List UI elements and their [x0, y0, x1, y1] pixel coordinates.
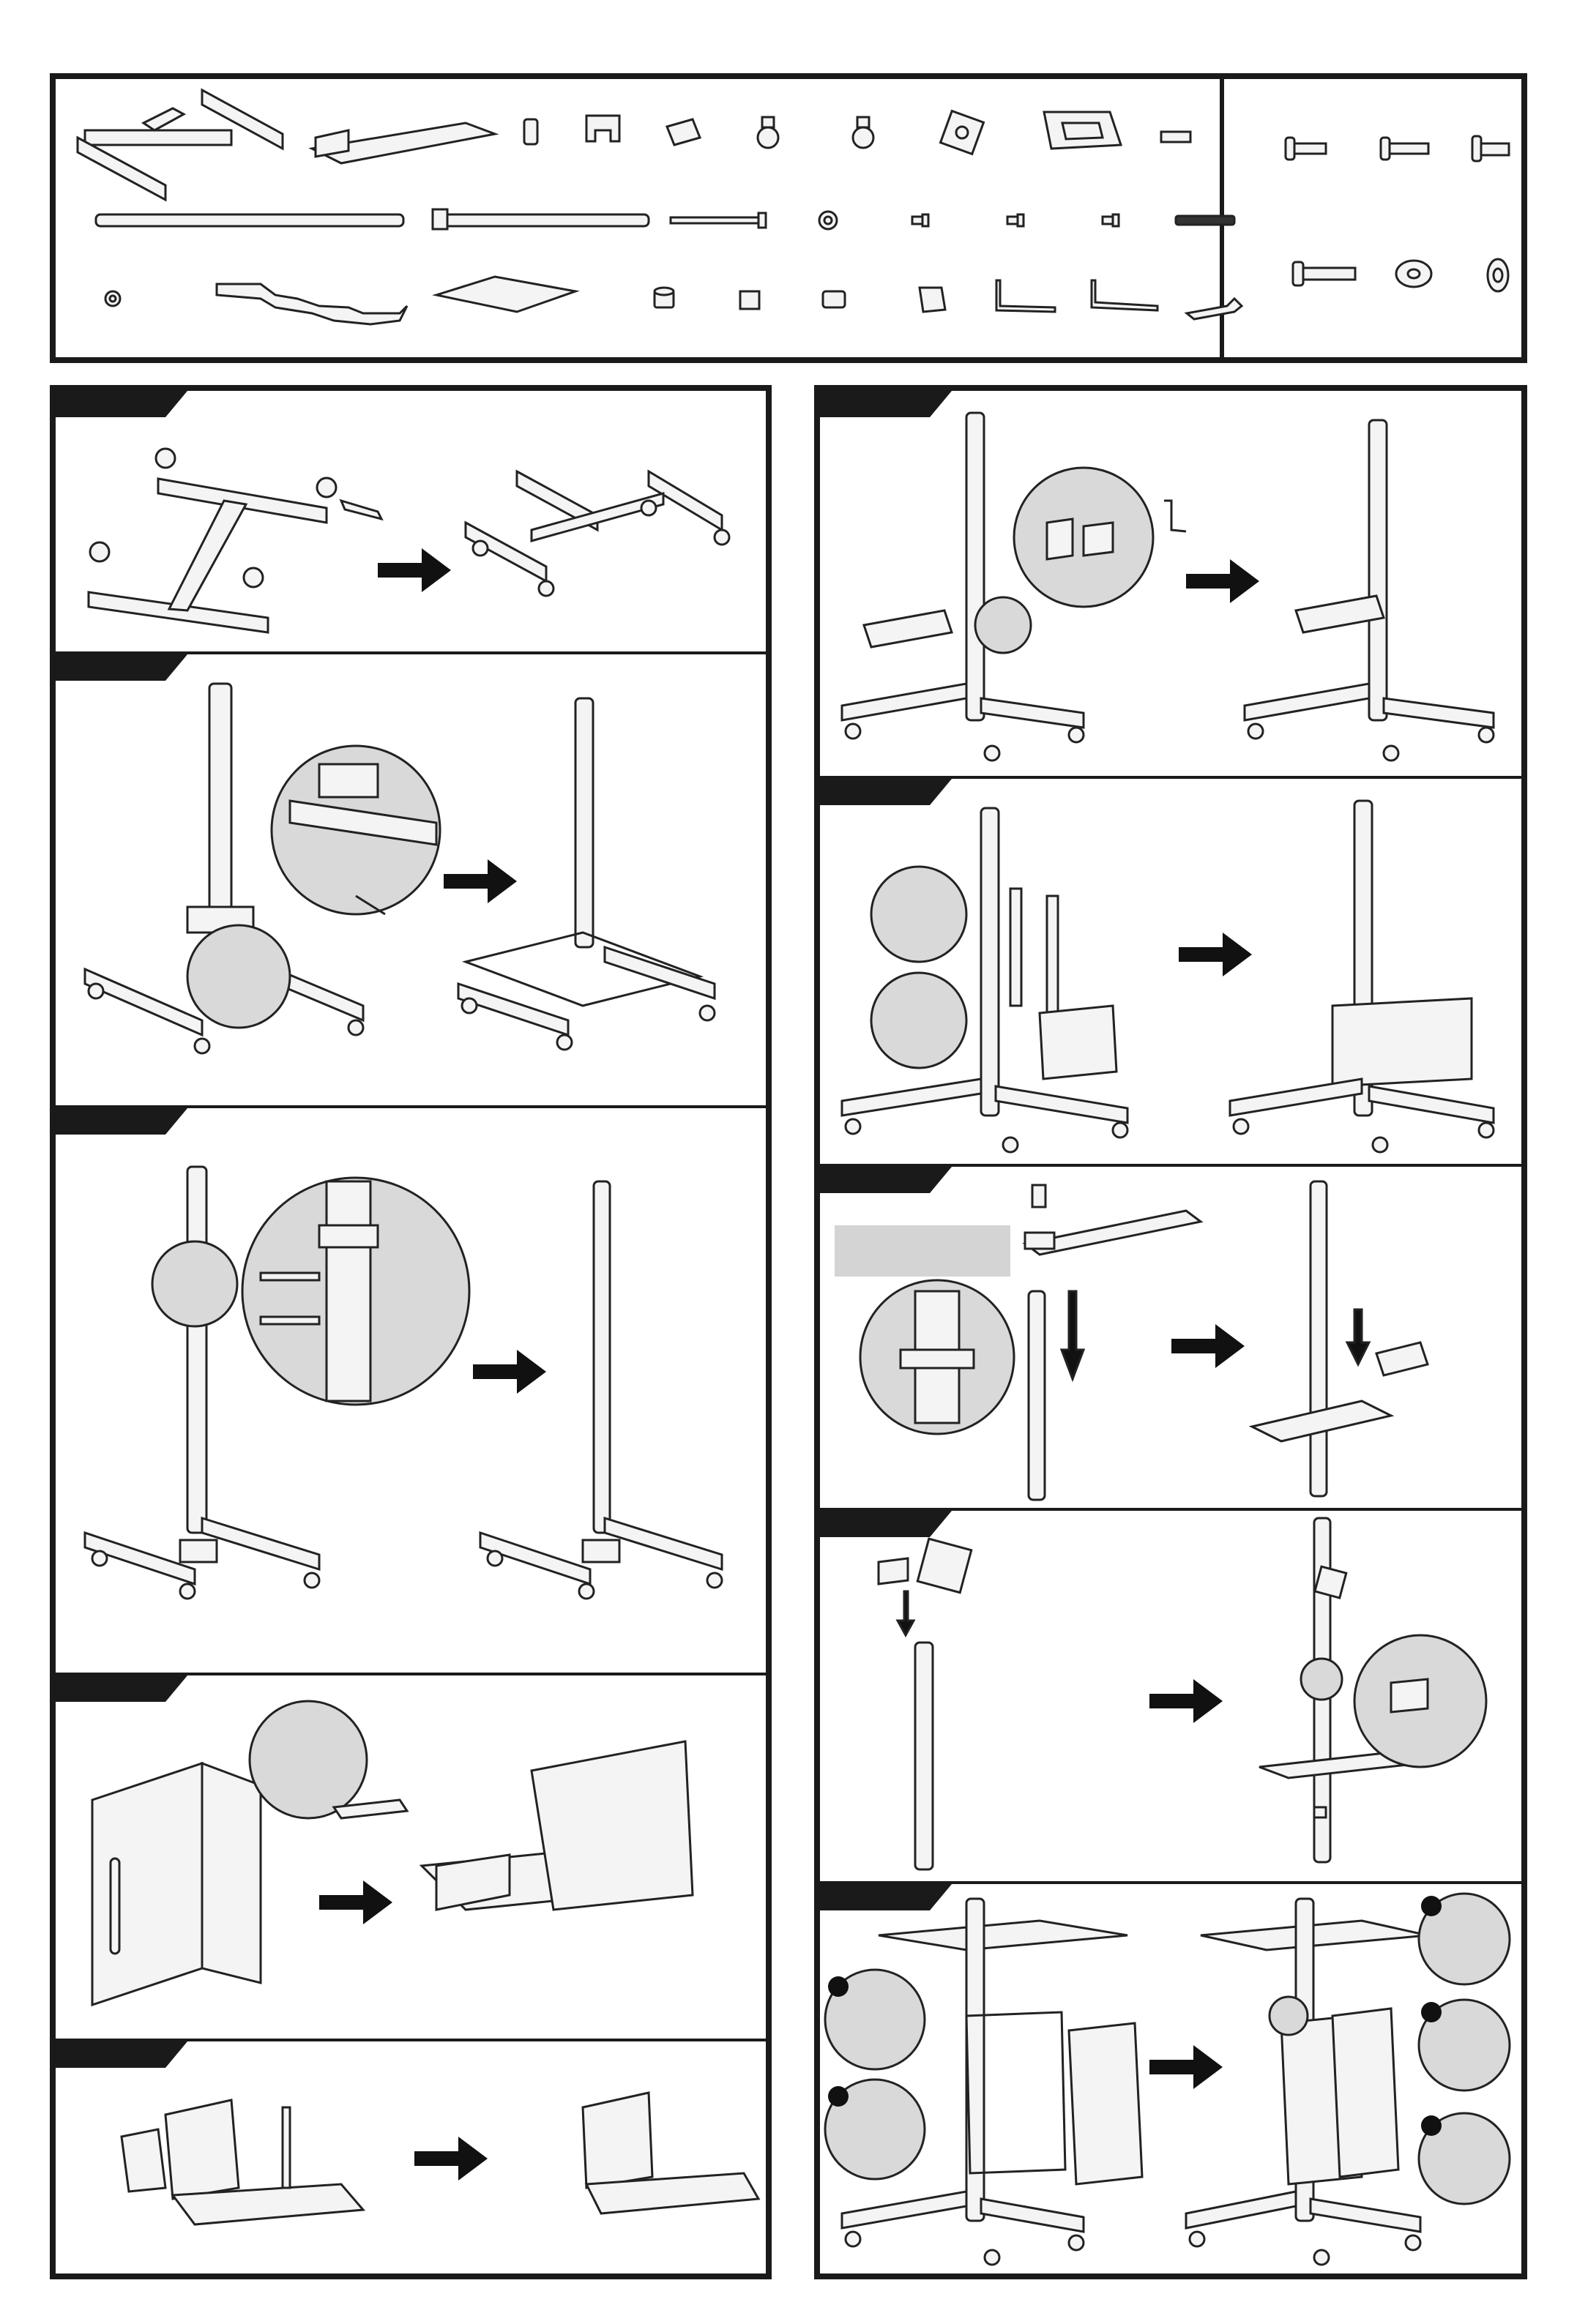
step-9-panel [820, 1511, 1521, 1884]
step-8-illustration [820, 1167, 1521, 1511]
axle-part [1176, 216, 1234, 225]
step-9-illustration [820, 1511, 1521, 1884]
step-10-marker-c [1421, 1896, 1442, 1916]
step-8-panel [820, 1167, 1521, 1511]
bolt-m5-part [1286, 138, 1326, 160]
right-steps-column [814, 385, 1527, 2279]
step-7-illustration [820, 779, 1521, 1167]
step-4-zoom-circle [250, 1701, 367, 1818]
shelf-plate-part [436, 277, 575, 312]
screw-part-2 [1007, 214, 1024, 226]
step-9-arrow [1149, 1679, 1223, 1723]
parts-illustrations [56, 79, 1521, 357]
bolt-m8-part [1472, 136, 1509, 161]
step-10-marker-e [1421, 2115, 1442, 2136]
cable-clip-part [920, 288, 945, 312]
thick-spacer-part [1488, 259, 1508, 291]
hex-key-small-part [1092, 280, 1157, 310]
block-part [823, 291, 845, 307]
clip-part [1161, 132, 1190, 142]
flat-washer-part [1396, 261, 1431, 287]
upper-pole-part [433, 209, 649, 229]
left-steps-column [50, 385, 772, 2279]
bolt-long-part [1293, 262, 1355, 285]
step-7-panel [820, 779, 1521, 1167]
step-1-illustration [56, 391, 766, 654]
bracket-part [667, 119, 700, 145]
step-4-panel [56, 1675, 766, 2041]
step-10-arrow [1149, 2045, 1223, 2089]
cable-rail-part [217, 284, 407, 324]
sleeve-part [740, 291, 759, 309]
step-5-illustration [56, 2041, 766, 2273]
step-2-detail-circle [187, 925, 290, 1028]
clamp-block-part [586, 116, 619, 141]
step-6-small-circle [975, 597, 1031, 653]
step-1-arrow [378, 548, 451, 592]
cpu-holder-part [1044, 112, 1121, 149]
step-10-marker-b [828, 2086, 849, 2107]
caster-part-1 [758, 117, 778, 148]
keyboard-tray-part [312, 123, 495, 163]
step-6-illustration [820, 391, 1521, 779]
screw-part-3 [1103, 214, 1119, 226]
step-9-small-circle [1301, 1659, 1342, 1700]
nut-part [819, 212, 837, 229]
wrench-part [1187, 299, 1242, 319]
step-10-marker-d [1421, 2002, 1442, 2022]
caster-part-2 [853, 117, 873, 148]
step-5-arrow [414, 2137, 488, 2181]
washer-part [105, 291, 120, 306]
step-8-arrow [1171, 1324, 1245, 1368]
step-3-detail-circle [152, 1241, 237, 1326]
spacer-part [524, 119, 537, 144]
step-5-panel [56, 2041, 766, 2273]
step-6-panel [820, 391, 1521, 779]
step-7-arrow [1179, 933, 1252, 976]
base-frame-part [78, 90, 283, 200]
long-bolt-part [671, 213, 766, 228]
step-2-arrow [444, 859, 517, 903]
step-10-small-circle [1270, 1997, 1308, 2035]
lower-pole-part [96, 214, 403, 226]
step-4-illustration [56, 1675, 766, 2041]
step-3-arrow [473, 1350, 546, 1394]
step-7-zoom-circle-bottom [871, 973, 966, 1068]
hex-key-large-part [996, 280, 1055, 312]
parts-list [50, 73, 1527, 363]
step-4-arrow [319, 1880, 392, 1924]
vesa-mount-part [941, 111, 984, 154]
step-1-panel [56, 391, 766, 654]
step-10-panel [820, 1884, 1521, 2273]
bolt-m6-part [1381, 138, 1428, 160]
step-10-illustration [820, 1884, 1521, 2273]
step-2-panel [56, 654, 766, 1108]
step-6-arrow [1186, 559, 1259, 603]
step-3-panel [56, 1108, 766, 1675]
step-8-caption-box [835, 1225, 1010, 1277]
step-7-zoom-circle-top [871, 867, 966, 962]
screw-part-1 [912, 214, 928, 226]
step-10-marker-a [828, 1976, 849, 1997]
step-3-illustration [56, 1108, 766, 1675]
cap-part [655, 288, 674, 307]
step-2-illustration [56, 654, 766, 1108]
